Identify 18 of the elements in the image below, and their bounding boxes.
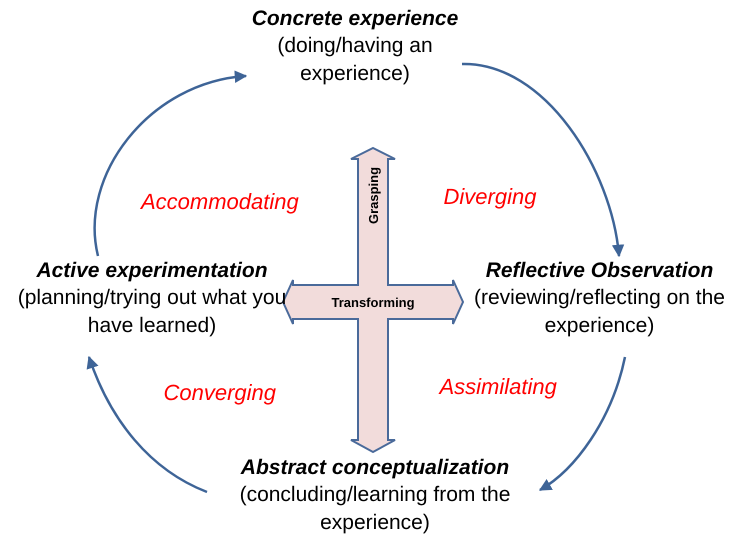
stage-heading: Abstract conceptualization bbox=[240, 455, 510, 481]
stage-heading: Concrete experience bbox=[252, 6, 458, 32]
stage-description: (planning/trying out what you have learned) bbox=[16, 285, 288, 339]
curved-arrow bbox=[462, 62, 624, 258]
stage-description: (doing/having an experience) bbox=[276, 33, 434, 87]
axis-label: Transforming bbox=[332, 294, 415, 310]
stage-heading: Active experimentation bbox=[36, 258, 268, 284]
axis-label: Grasping bbox=[366, 166, 381, 224]
curved-arrow bbox=[538, 356, 626, 492]
stage-description: (reviewing/reflecting on the experience) bbox=[473, 285, 726, 339]
curved-arrow bbox=[86, 356, 208, 494]
stage-heading: Reflective Observation bbox=[486, 258, 714, 284]
learning-style-label: Converging bbox=[164, 380, 276, 406]
stage-description: (concluding/learning from the experience) bbox=[238, 482, 512, 536]
learning-style-label: Diverging bbox=[444, 184, 536, 210]
learning-style-label: Assimilating bbox=[440, 374, 557, 400]
learning-style-label: Accommodating bbox=[141, 189, 299, 215]
curved-arrow bbox=[94, 71, 248, 256]
